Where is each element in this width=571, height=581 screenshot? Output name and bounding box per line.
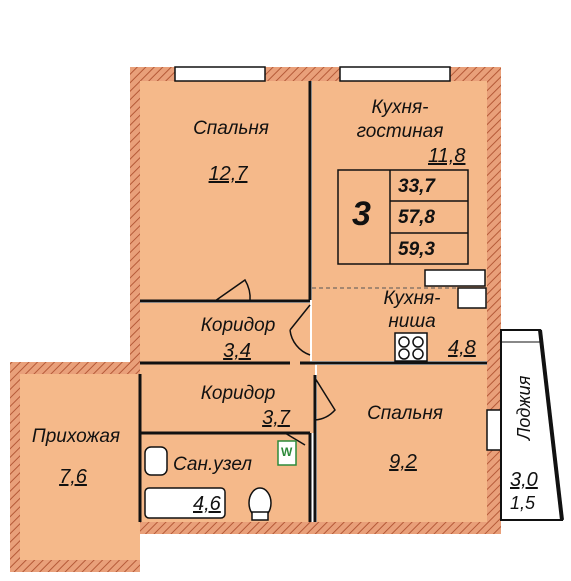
room-corridor1 [140, 303, 310, 363]
area-total: 57,8 [398, 207, 435, 228]
kitchen-living-area: 11,8 [428, 145, 466, 167]
corridor2-area: 3,7 [262, 407, 290, 429]
hallway-name: Прихожая [31, 426, 121, 447]
rooms-count: 3 [352, 195, 371, 233]
window-bedroom2 [486, 409, 502, 451]
room-hallway [20, 374, 140, 560]
area-total-with-loggia: 59,3 [398, 239, 435, 260]
washer [277, 440, 297, 466]
corridor1-name: Коридор [200, 315, 276, 336]
area-living: 33,7 [398, 176, 435, 197]
room-bedroom1 [140, 81, 310, 301]
bathroom-name: Сан.узел [173, 454, 253, 475]
washbasin [144, 446, 168, 476]
door-bathroom [284, 432, 306, 446]
countertop [424, 269, 486, 287]
kitchen-niche-name-line1: Кухня- [383, 288, 441, 309]
kitchen-living-name-line2: гостиная [356, 121, 444, 142]
window-bedroom1 [174, 66, 266, 82]
bedroom2-area: 9,2 [389, 451, 417, 473]
sink [457, 287, 487, 309]
washer-mark: W [281, 445, 293, 459]
door-bedroom1 [214, 278, 251, 302]
door-bedroom2 [314, 377, 336, 421]
loggia-area-reduced: 1,5 [510, 493, 536, 513]
room-corridor2 [140, 363, 315, 433]
bedroom1-name: Спальня [193, 118, 269, 139]
hallway-area: 7,6 [59, 466, 87, 488]
loggia-name: Лоджия [514, 375, 534, 440]
bathtub [144, 487, 226, 519]
kitchen-niche-name-line2: ниша [388, 311, 436, 332]
windows [174, 66, 502, 451]
loggia-area: 3,0 [510, 469, 538, 491]
interior-walls [138, 81, 487, 522]
loggia [500, 329, 564, 521]
bedroom2-name: Спальня [367, 403, 443, 424]
bedroom1-area: 12,7 [208, 163, 248, 185]
door-kitchen [289, 304, 311, 356]
doors [214, 278, 336, 446]
fixtures [144, 269, 487, 521]
bathroom-area: 4,6 [193, 493, 221, 515]
corridor2-name: Коридор [200, 383, 276, 404]
window-kitchen [339, 66, 451, 82]
area-summary-box [337, 169, 469, 265]
room-bedroom2 [317, 365, 487, 522]
corridor1-area: 3,4 [223, 340, 251, 362]
kitchen-niche-area: 4,8 [448, 337, 476, 359]
kitchen-living-name-line1: Кухня- [371, 97, 429, 118]
